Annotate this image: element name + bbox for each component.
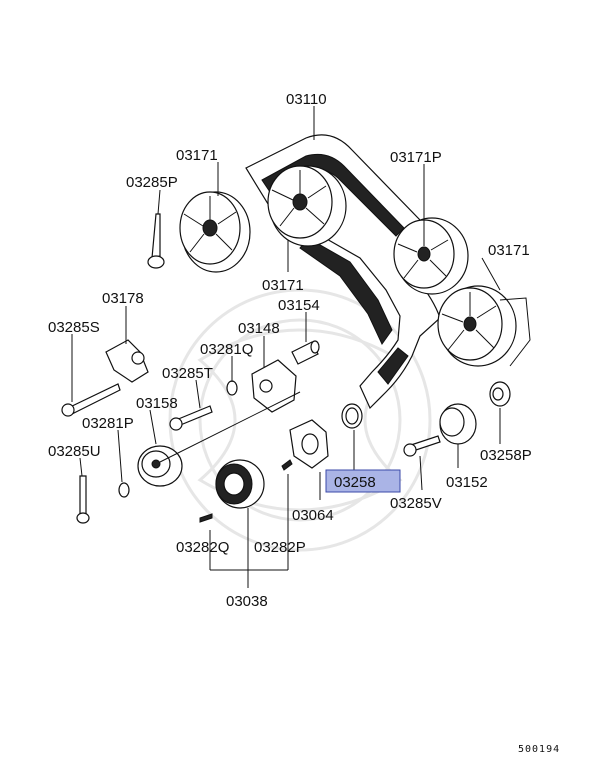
part-labels: 03110 03171 03285P 03171P 03171 03171 03… xyxy=(48,91,532,610)
label-washer-03281q[interactable]: 03281Q xyxy=(200,341,253,358)
cam-sprocket-right-part[interactable] xyxy=(437,285,531,367)
leader-lines xyxy=(71,106,501,588)
label-cam-sprocket-center[interactable]: 03171 xyxy=(262,277,304,294)
label-spacer-03154[interactable]: 03154 xyxy=(278,297,320,314)
label-collar-03258p[interactable]: 03258P xyxy=(480,447,532,464)
label-bolt-03285u[interactable]: 03285U xyxy=(48,443,101,460)
label-washer-03281p[interactable]: 03281P xyxy=(82,415,134,432)
crank-sprocket-part[interactable] xyxy=(215,459,265,509)
spacer-part[interactable] xyxy=(291,340,320,365)
label-key-03282p[interactable]: 03282P xyxy=(254,539,306,556)
highlight-box-03258 xyxy=(325,469,401,493)
label-tensioner-bracket[interactable]: 03178 xyxy=(102,290,144,307)
idler-03152-part[interactable] xyxy=(439,403,477,445)
label-timing-belt[interactable]: 03110 xyxy=(286,91,327,108)
label-cam-sprocket-left[interactable]: 03171 xyxy=(176,147,218,164)
label-tensioner-03148[interactable]: 03148 xyxy=(238,320,280,337)
label-pin-03158[interactable]: 03158 xyxy=(136,395,178,412)
spacer-ring-part[interactable] xyxy=(341,403,363,429)
bolt-parts[interactable] xyxy=(61,213,441,524)
label-key-03282q[interactable]: 03282Q xyxy=(176,539,229,556)
cam-sprocket-left-part[interactable] xyxy=(179,191,251,273)
label-idler-03152[interactable]: 03152 xyxy=(446,474,488,491)
label-bolt-03285s[interactable]: 03285S xyxy=(48,319,100,336)
idler-pulley-part[interactable] xyxy=(137,445,183,487)
label-plate-03064[interactable]: 03064 xyxy=(292,507,334,524)
tensioner-bracket-part[interactable] xyxy=(105,339,149,383)
label-bolt-03285t[interactable]: 03285T xyxy=(162,365,213,382)
label-spacer-ring-03258[interactable]: 03258 xyxy=(334,474,376,491)
plate-part[interactable] xyxy=(289,419,329,469)
image-code: 500194 xyxy=(518,744,560,755)
label-bolt-left-sprocket[interactable]: 03285P xyxy=(126,174,178,191)
cam-sprocket-right-top-part[interactable] xyxy=(393,217,469,295)
label-cam-sprocket-right[interactable]: 03171 xyxy=(488,242,530,259)
label-crank-sprocket-03038[interactable]: 03038 xyxy=(226,593,268,610)
cam-sprocket-center-part[interactable] xyxy=(267,165,347,247)
collar-part[interactable] xyxy=(489,381,511,407)
label-bolt-03285v[interactable]: 03285V xyxy=(390,495,442,512)
tensioner-part[interactable] xyxy=(251,359,297,413)
label-cam-sprocket-right-top[interactable]: 03171P xyxy=(390,149,442,166)
